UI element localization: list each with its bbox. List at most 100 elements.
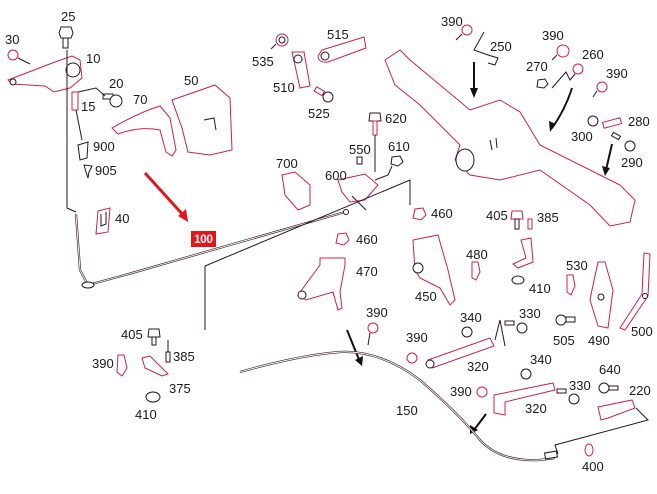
bolt-part-330[interactable] (556, 388, 580, 405)
callout-390-c[interactable]: 390 (606, 66, 628, 81)
callout-25[interactable]: 25 (61, 9, 76, 24)
callout-500[interactable]: 500 (631, 324, 653, 339)
callout-250[interactable]: 250 (490, 39, 512, 54)
callout-280[interactable]: 280 (628, 114, 650, 129)
clamp-part-390[interactable] (367, 322, 379, 346)
bracket-part-40[interactable] (95, 207, 111, 235)
callout-375[interactable]: 375 (169, 381, 191, 396)
clamp-part-390[interactable] (592, 81, 608, 98)
callout-40[interactable]: 40 (115, 211, 130, 226)
clamp-part-530[interactable] (566, 274, 576, 296)
callout-470[interactable]: 470 (356, 264, 378, 279)
washer-part-340[interactable] (461, 326, 473, 338)
callout-525[interactable]: 525 (308, 106, 330, 121)
boot-part-900[interactable] (77, 141, 89, 161)
callout-300[interactable]: 300 (571, 129, 593, 144)
bracket-part-375[interactable] (141, 355, 169, 377)
bracket-part-250[interactable] (473, 31, 499, 66)
callout-340-b[interactable]: 340 (530, 352, 552, 367)
clamp-part-390[interactable] (406, 352, 418, 364)
callout-460-b[interactable]: 460 (356, 232, 378, 247)
callout-640[interactable]: 640 (599, 362, 621, 377)
nut-part-460[interactable] (412, 207, 427, 221)
callout-515[interactable]: 515 (327, 27, 349, 42)
lever-cover-part-70[interactable] (111, 105, 177, 157)
callout-390-e[interactable]: 390 (406, 330, 428, 345)
clip-part-905[interactable] (83, 164, 93, 179)
bolt-part-405[interactable] (147, 328, 161, 346)
callout-30[interactable]: 30 (5, 32, 20, 47)
washer-part-300[interactable] (587, 115, 599, 127)
callout-505[interactable]: 505 (553, 333, 575, 348)
callout-385-b[interactable]: 385 (173, 349, 195, 364)
callout-150[interactable]: 150 (396, 403, 418, 418)
lever-part-500[interactable] (619, 252, 651, 331)
callout-405-b[interactable]: 405 (121, 327, 143, 342)
callout-410-a[interactable]: 410 (529, 281, 551, 296)
bolt-part-25[interactable] (58, 26, 74, 49)
callout-220[interactable]: 220 (629, 383, 651, 398)
callout-100-highlighted[interactable]: 100 (191, 231, 216, 247)
washer-part-340[interactable] (520, 368, 532, 380)
callout-700[interactable]: 700 (276, 156, 298, 171)
callout-900[interactable]: 900 (93, 139, 115, 154)
bolt-part-290[interactable] (610, 131, 636, 152)
front-cable-part-100[interactable] (66, 50, 349, 289)
callout-405-a[interactable]: 405 (486, 208, 508, 223)
callout-330-a[interactable]: 330 (519, 306, 541, 321)
nut-part-460[interactable] (335, 232, 350, 246)
pin-part-385[interactable] (165, 340, 171, 363)
sleeve-part-280[interactable] (601, 117, 623, 129)
callout-390-f[interactable]: 390 (450, 384, 472, 399)
callout-390-a[interactable]: 390 (441, 14, 463, 29)
lug-part-260[interactable] (551, 63, 584, 89)
callout-385-a[interactable]: 385 (537, 210, 559, 225)
callout-260[interactable]: 260 (582, 47, 604, 62)
bracket-part-450[interactable] (412, 234, 456, 306)
rod-part-15[interactable] (71, 91, 83, 141)
bolt-part-620[interactable] (368, 112, 382, 172)
callout-550[interactable]: 550 (349, 142, 371, 157)
bolt-part-640[interactable] (598, 382, 619, 394)
callout-620[interactable]: 620 (385, 111, 407, 126)
callout-270[interactable]: 270 (526, 59, 548, 74)
pin-part-385[interactable] (527, 218, 533, 230)
grommet-part-410[interactable] (511, 275, 525, 285)
callout-510[interactable]: 510 (273, 80, 295, 95)
link-part-320[interactable] (425, 319, 506, 369)
strap-part-510[interactable] (291, 51, 311, 89)
bracket-part-700[interactable] (281, 171, 311, 211)
bushing-part-550[interactable] (356, 156, 363, 165)
callout-330-b[interactable]: 330 (569, 378, 591, 393)
bolt-part-330[interactable] (504, 320, 528, 334)
callout-10[interactable]: 10 (86, 51, 101, 66)
mechanism-part-600[interactable] (337, 173, 379, 211)
callout-610[interactable]: 610 (388, 139, 410, 154)
callout-70[interactable]: 70 (133, 92, 148, 107)
callout-410-b[interactable]: 410 (135, 407, 157, 422)
clamp-part-390[interactable] (455, 24, 473, 41)
callout-340-a[interactable]: 340 (460, 310, 482, 325)
callout-290[interactable]: 290 (621, 155, 643, 170)
callout-320-b[interactable]: 320 (525, 401, 547, 416)
nut-part-610[interactable] (374, 155, 404, 181)
rear-cable-part-150[interactable] (239, 350, 559, 462)
bolt-part-20[interactable] (77, 87, 123, 108)
callout-530[interactable]: 530 (566, 258, 588, 273)
callout-450[interactable]: 450 (415, 289, 437, 304)
callout-460-a[interactable]: 460 (431, 206, 453, 221)
callout-390-b[interactable]: 390 (542, 28, 564, 43)
callout-15[interactable]: 15 (81, 99, 96, 114)
callout-480[interactable]: 480 (466, 247, 488, 262)
callout-20[interactable]: 20 (109, 76, 124, 91)
handbrake-lever-part-10[interactable] (7, 55, 83, 93)
bracket-part-490[interactable] (589, 261, 614, 329)
grommet-part-410[interactable] (145, 391, 161, 403)
callout-400[interactable]: 400 (582, 459, 604, 474)
callout-600[interactable]: 600 (325, 168, 347, 183)
bolt-part-30[interactable] (7, 49, 31, 65)
clamp-part-390[interactable] (116, 354, 128, 377)
bolt-part-525[interactable] (313, 86, 334, 103)
callout-905[interactable]: 905 (95, 163, 117, 178)
bracket-part-470[interactable] (297, 257, 346, 311)
